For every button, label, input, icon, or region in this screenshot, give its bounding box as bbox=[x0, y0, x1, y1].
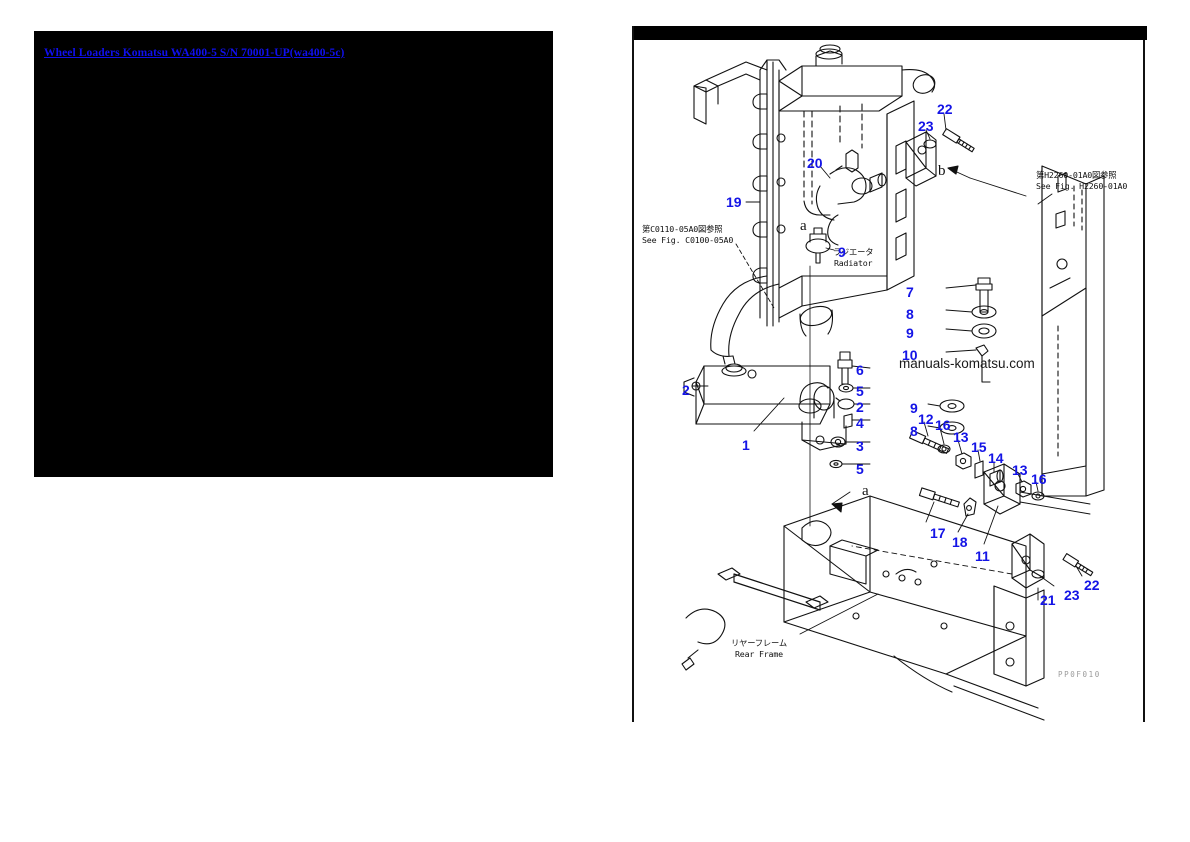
section-marker-b: b bbox=[938, 163, 946, 179]
drawing-code-label: PP0F010 bbox=[1058, 670, 1101, 679]
part-label-radiator: ラジエータ Radiator bbox=[833, 247, 874, 268]
parts-diagram-drawing bbox=[681, 44, 1105, 721]
site-watermark: manuals-komatsu.com bbox=[899, 356, 1035, 371]
linkage-hardware-cluster bbox=[909, 421, 1091, 545]
callout-number: 2 bbox=[682, 382, 690, 398]
ref-note-h2260: 第H2260-01A0図参照 See Fig. H2260-01A0 bbox=[1036, 170, 1127, 191]
diagram-top-bar bbox=[634, 26, 1147, 40]
section-marker-a: a bbox=[800, 218, 807, 234]
ref-note-c0110: 第C0110-05A0図参照 See Fig. C0100-05A0 bbox=[642, 224, 733, 245]
callout-number: 1 bbox=[742, 437, 750, 453]
callout-number: 13 bbox=[1012, 462, 1028, 478]
callout-number: 13 bbox=[953, 429, 969, 445]
callout-number: 16 bbox=[1031, 471, 1047, 487]
section-marker-a: a bbox=[862, 483, 869, 499]
hardware-stack-center bbox=[809, 265, 871, 527]
radiator-assembly bbox=[693, 44, 936, 337]
callout-number: 7 bbox=[906, 284, 914, 300]
callout-number: 21 bbox=[1040, 592, 1056, 608]
radiator-hose bbox=[710, 275, 780, 365]
part-label-rear-frame-en: Rear Frame bbox=[734, 648, 783, 659]
callout-number: 2 bbox=[856, 399, 864, 415]
part-label-rear-frame-jp: リヤーフレーム bbox=[731, 638, 787, 648]
callout-number: 3 bbox=[856, 438, 864, 454]
callout-number: 22 bbox=[1084, 577, 1100, 593]
parts-diagram-panel: 第C0110-05A0図参照 See Fig. C0100-05A0 第H226… bbox=[632, 26, 1147, 722]
callout-number: 10 bbox=[902, 347, 918, 363]
ref-note-h2260-jp: 第H2260-01A0図参照 bbox=[1036, 170, 1117, 180]
ref-note-c0110-en: See Fig. C0100-05A0 bbox=[642, 234, 734, 245]
part-label-radiator-jp: ラジエータ bbox=[833, 247, 874, 257]
callout-number: 20 bbox=[807, 155, 823, 171]
reservoir-tank-assembly bbox=[683, 363, 847, 451]
callout-number: 19 bbox=[726, 194, 742, 210]
callout-number: 23 bbox=[1064, 587, 1080, 603]
callout-number: 8 bbox=[910, 423, 918, 439]
part-label-rear-frame: リヤーフレーム Rear Frame bbox=[731, 638, 787, 659]
image-placeholder-panel: Wheel Loaders Komatsu WA400-5 S/N 70001-… bbox=[34, 31, 553, 477]
rear-frame-assembly bbox=[681, 491, 1045, 721]
ref-note-h2260-en: See Fig. H2260-01A0 bbox=[1036, 180, 1128, 191]
callout-number: 14 bbox=[988, 450, 1004, 466]
callout-number: 8 bbox=[906, 306, 914, 322]
callout-number: 9 bbox=[910, 400, 918, 416]
callout-number: 4 bbox=[856, 415, 864, 431]
callout-number: 18 bbox=[952, 534, 968, 550]
lower-mount-bracket bbox=[851, 533, 1094, 601]
callout-number: 15 bbox=[971, 439, 987, 455]
callout-number: 23 bbox=[918, 118, 934, 134]
side-mount-plate bbox=[927, 165, 1105, 497]
callout-number: 11 bbox=[975, 548, 990, 564]
callout-number: 9 bbox=[906, 325, 914, 341]
callout-number: 5 bbox=[856, 461, 864, 477]
callout-number: 22 bbox=[937, 101, 953, 117]
callout-number: 5 bbox=[856, 383, 864, 399]
upper-mount-bracket bbox=[905, 113, 1027, 197]
callout-number: 17 bbox=[930, 525, 946, 541]
callout-number: 6 bbox=[856, 362, 864, 378]
callout-number: 9 bbox=[838, 244, 846, 260]
part-label-radiator-en: Radiator bbox=[833, 257, 873, 268]
callout-number: 16 bbox=[935, 417, 951, 433]
callout-number: 12 bbox=[918, 411, 934, 427]
page-title-link[interactable]: Wheel Loaders Komatsu WA400-5 S/N 70001-… bbox=[44, 47, 345, 59]
ref-note-c0110-jp: 第C0110-05A0図参照 bbox=[642, 224, 723, 234]
